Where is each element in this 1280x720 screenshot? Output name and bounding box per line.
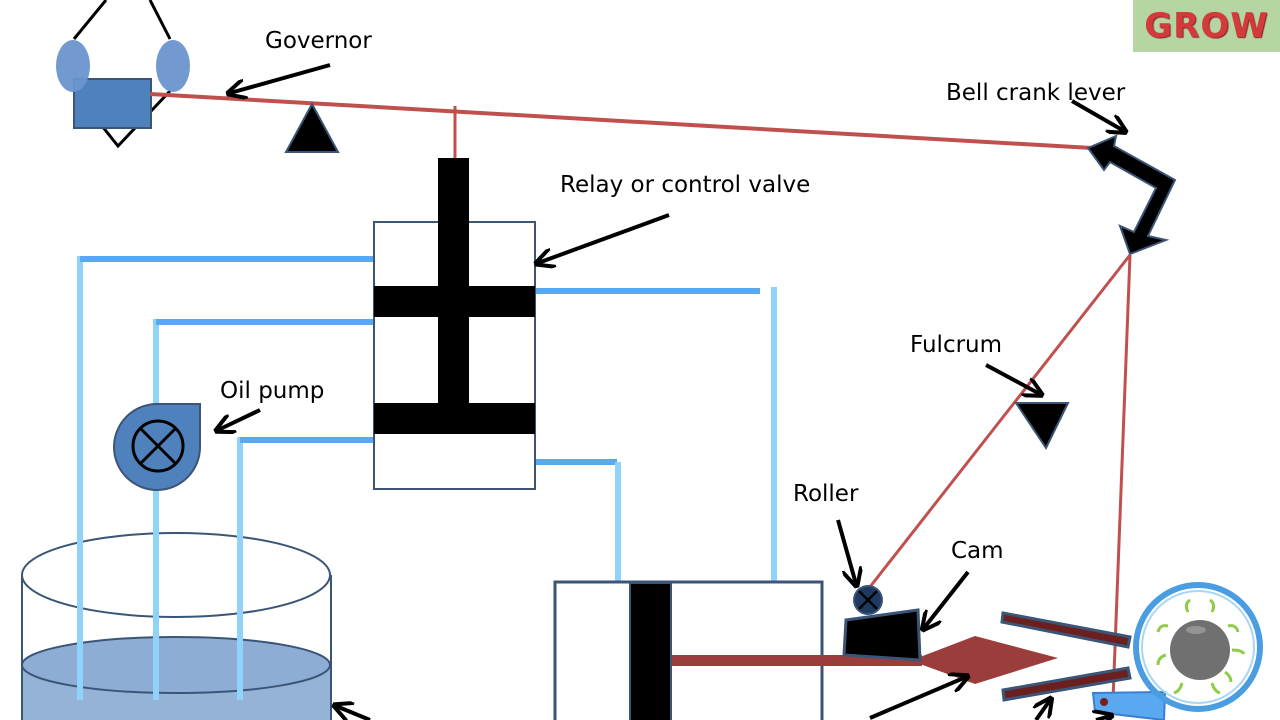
bell-crank-lever — [1086, 134, 1177, 256]
arrow-plate — [1036, 700, 1050, 720]
pointer-arrows — [218, 63, 1124, 720]
governor — [56, 0, 190, 149]
pipe-return-left — [77, 256, 374, 700]
label-oil-pump: Oil pump — [220, 378, 324, 404]
pump-impeller-icon — [131, 419, 185, 473]
cylinder-body — [553, 580, 824, 720]
servo-piston — [629, 582, 672, 720]
cam — [842, 608, 922, 662]
nozzle-plate-upper — [1000, 611, 1132, 649]
nozzle-plate-lower — [1001, 666, 1132, 702]
servo-cylinder — [553, 580, 922, 720]
label-bell-crank-lever: Bell crank lever — [946, 80, 1126, 106]
oil-tank — [21, 532, 332, 720]
arrow-fulcrum — [985, 363, 1040, 394]
arrow-roller — [836, 519, 856, 584]
label-relay-valve: Relay or control valve — [560, 172, 810, 198]
wheel-buckets — [1156, 598, 1246, 695]
arrow-relay — [538, 213, 670, 263]
grow-logo: GROW — [1133, 0, 1280, 52]
roller — [853, 585, 883, 615]
valve-land-upper — [374, 286, 535, 317]
lever-roller-to-bellcrank — [864, 254, 1132, 593]
arrow-oil-pump — [218, 408, 261, 430]
floating-lever — [149, 92, 1093, 150]
relay-valve — [373, 158, 536, 490]
valve-stem — [438, 158, 469, 408]
oil-surface — [21, 636, 331, 694]
oil-pump — [113, 402, 202, 491]
arrow-cam — [924, 570, 970, 628]
piston-rod — [672, 655, 922, 666]
arrow-spear — [869, 677, 966, 720]
label-roller: Roller — [793, 481, 859, 507]
arrow-bellcrank — [1071, 99, 1124, 131]
label-cam: Cam — [951, 538, 1004, 564]
logo-text: GROW — [1144, 6, 1269, 46]
governor-sleeve — [73, 78, 152, 129]
linkage — [149, 92, 1132, 701]
lever-fulcrum-icon — [1014, 402, 1070, 451]
label-governor: Governor — [265, 28, 372, 54]
valve-land-lower — [374, 403, 535, 434]
arrow-tank — [336, 706, 371, 720]
label-fulcrum: Fulcrum — [910, 332, 1002, 358]
oil-pipes — [77, 256, 777, 700]
governor-ball-left — [56, 40, 90, 92]
governor-fulcrum-icon — [284, 101, 340, 153]
tank-rim — [21, 532, 331, 618]
spear-needle — [920, 636, 1058, 684]
wheel-hub — [1170, 620, 1230, 680]
governor-ball-right — [156, 40, 190, 92]
bellcrank-to-deflector — [1111, 254, 1132, 701]
arrow-deflector — [1096, 716, 1110, 720]
arrow-governor — [230, 63, 331, 93]
pelton-wheel — [1133, 582, 1263, 712]
